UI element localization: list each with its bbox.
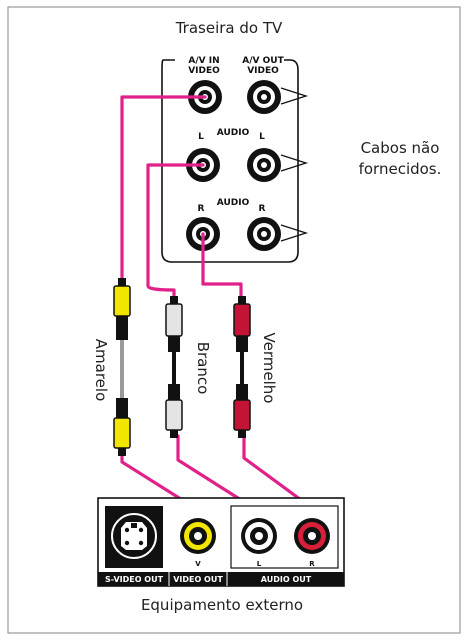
video-out-label: VIDEO OUT (173, 575, 223, 584)
l-right-label: L (259, 132, 265, 142)
tv-rear-panel: A/V IN VIDEO A/V OUT VIDEO AUDIO L L AUD… (161, 56, 309, 263)
jack-audio-l-out (247, 148, 281, 182)
external-equipment-panel: S-VIDEO OUT VIDEO OUT AUDIO OUT V L R (97, 497, 345, 587)
red-cable: Vermelho (233, 296, 278, 438)
r-left-label: R (198, 204, 205, 214)
av-in-label: A/V IN (188, 56, 219, 66)
audio-label-2: AUDIO (217, 198, 250, 208)
white-cable: Branco (165, 296, 212, 438)
r-label: R (309, 560, 315, 568)
svideo-out-label: S-VIDEO OUT (105, 575, 164, 584)
l-label: L (257, 560, 262, 568)
av-out-label: A/V OUT (242, 56, 284, 66)
outer-frame (7, 6, 461, 634)
jack-audio-r-red (294, 518, 330, 554)
yellow-cable-label: Amarelo (92, 339, 110, 401)
note-line-2: fornecidos. (359, 160, 442, 178)
r-right-label: R (259, 204, 266, 214)
audio-label: AUDIO (217, 128, 250, 138)
red-cable-label: Vermelho (260, 333, 278, 404)
av-out-video-label: VIDEO (247, 66, 279, 76)
svideo-jack (111, 513, 157, 559)
l-left-label: L (198, 132, 204, 142)
jack-audio-l-white (241, 518, 277, 554)
jack-video-out (247, 80, 281, 114)
note-line-1: Cabos não (361, 139, 440, 157)
audio-out-label: AUDIO OUT (261, 575, 312, 584)
av-in-video-label: VIDEO (188, 66, 220, 76)
external-title: Equipamento externo (141, 596, 303, 614)
v-label: V (195, 560, 201, 568)
jack-audio-r-out (247, 217, 281, 251)
jack-video-out-yellow (180, 518, 216, 554)
tv-title: Traseira do TV (175, 19, 283, 37)
yellow-cable: Amarelo (92, 278, 131, 456)
white-cable-label: Branco (194, 342, 212, 395)
